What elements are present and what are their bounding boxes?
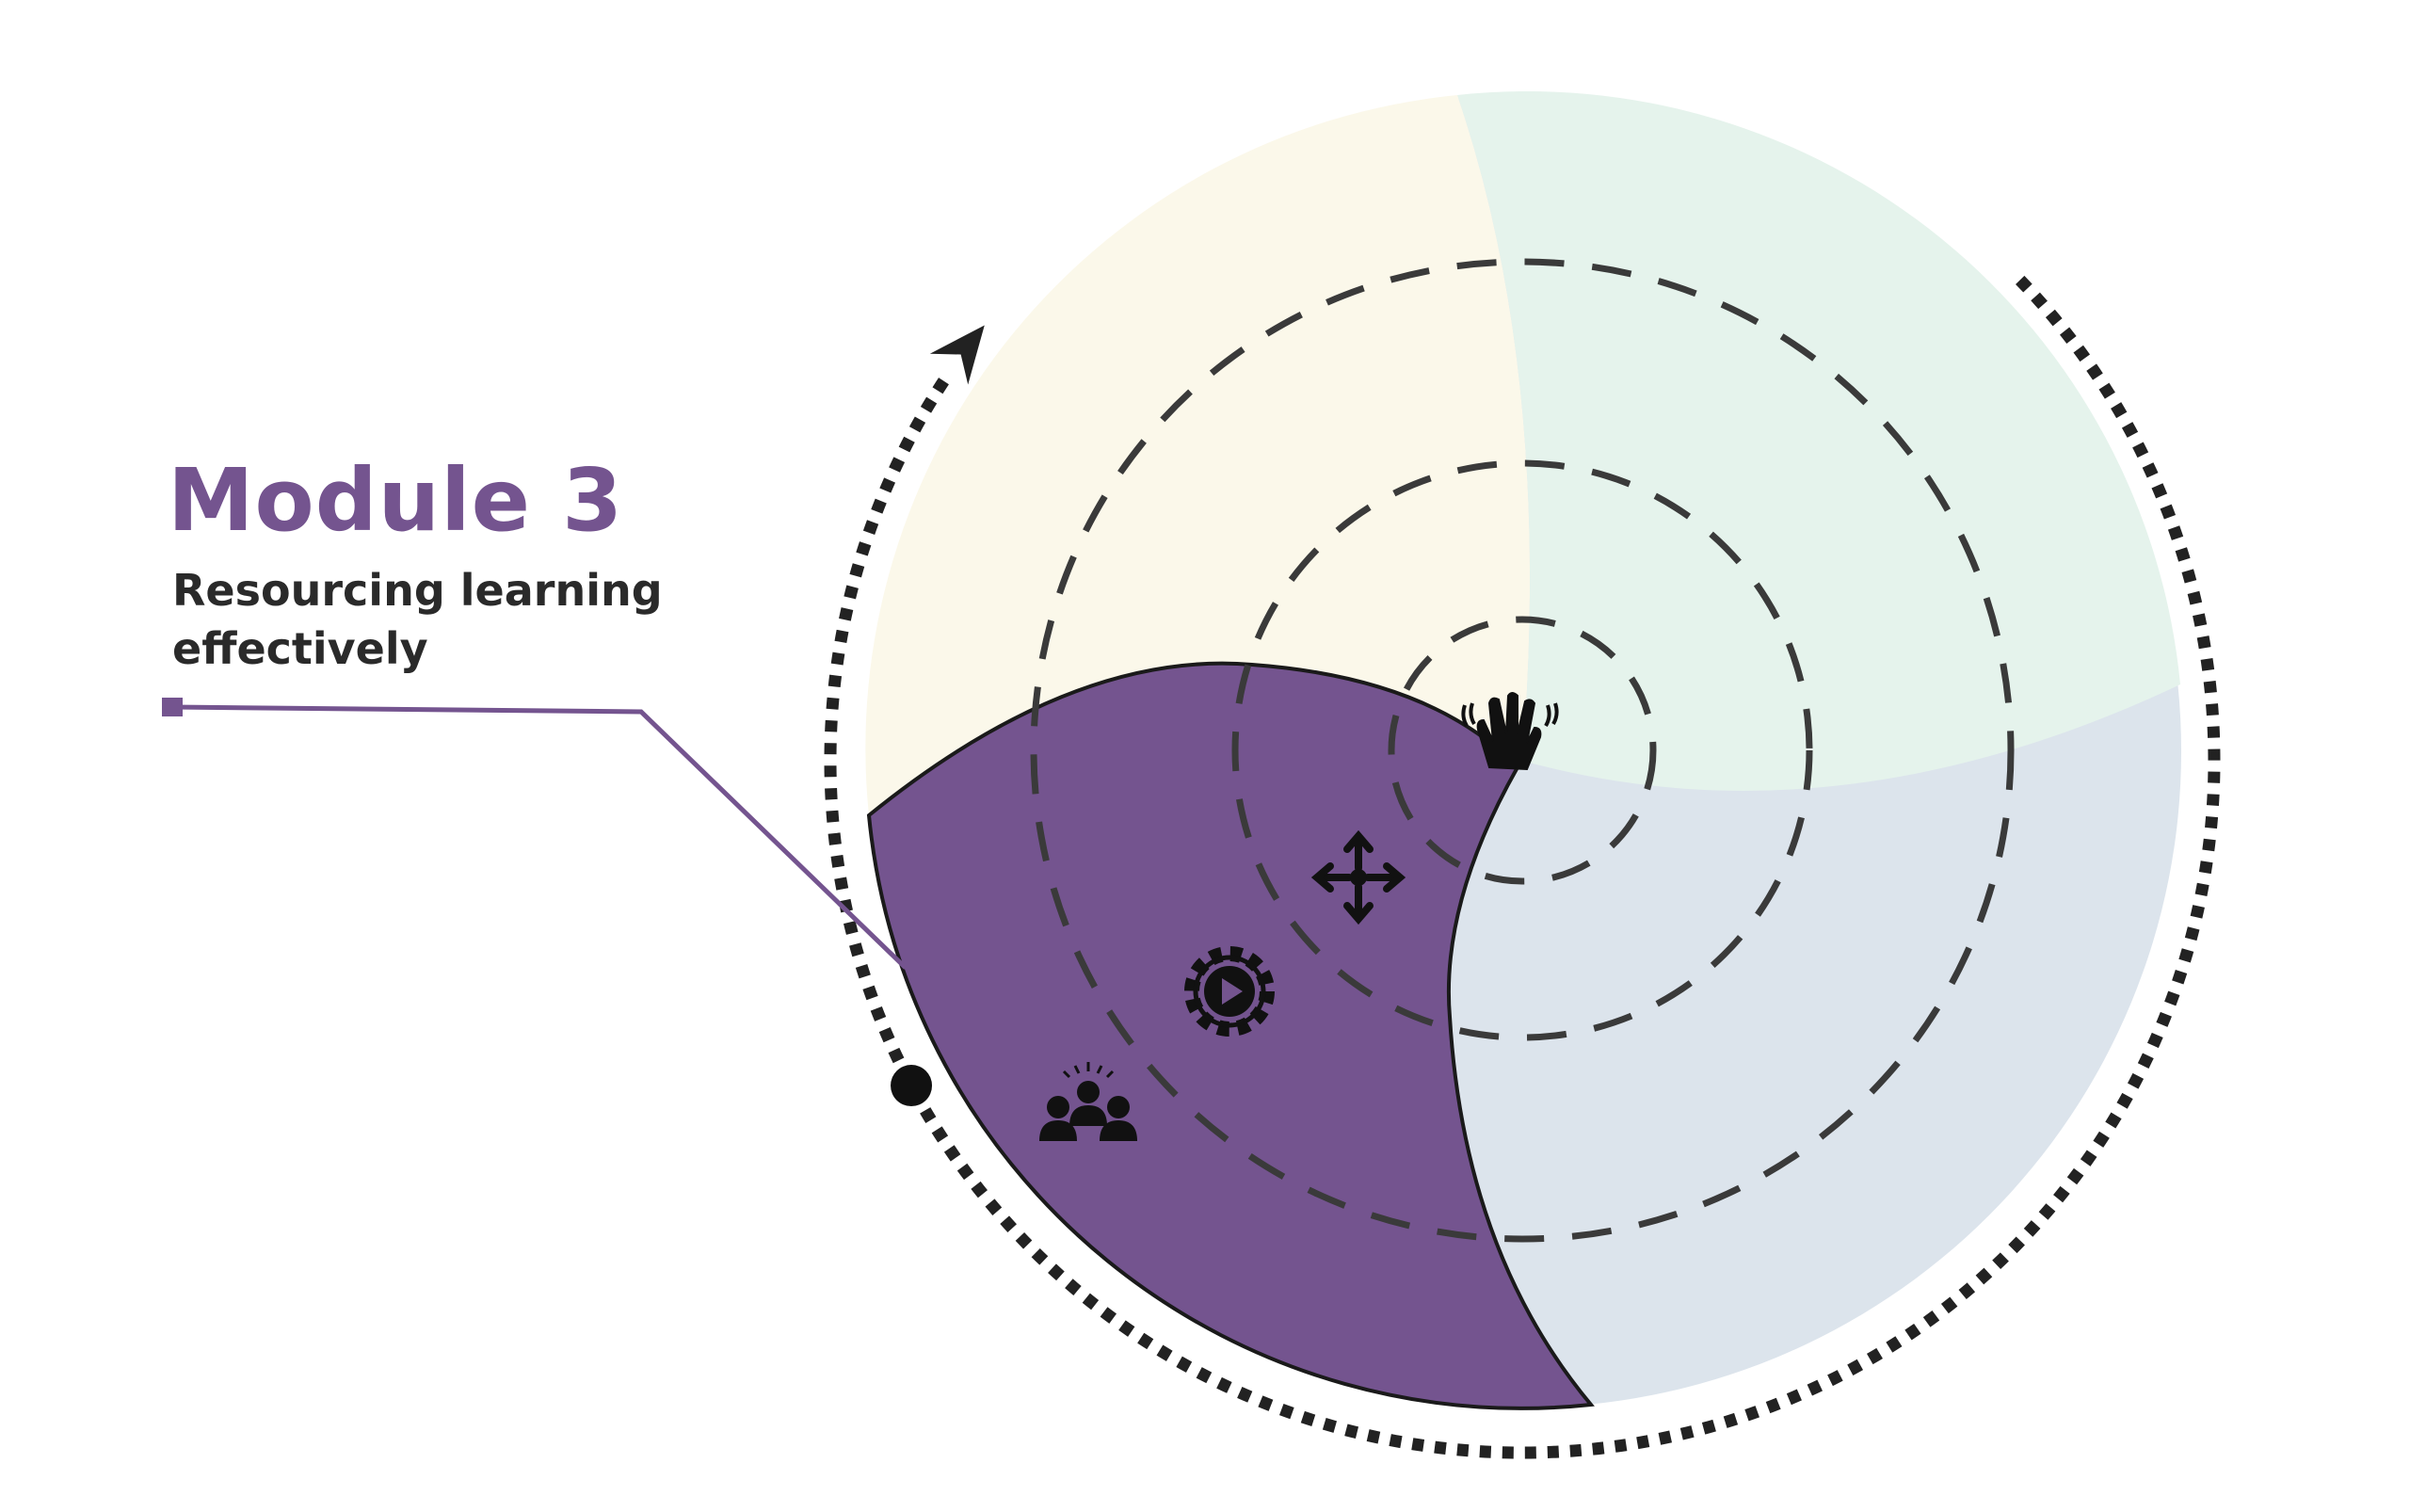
waving-hand-icon — [1461, 692, 1559, 771]
module-subtitle-line-1: Resourcing learning — [172, 565, 663, 616]
dashed-rings — [1030, 258, 2015, 1243]
group-people-icon — [1039, 1062, 1137, 1141]
cycle-start-dot — [891, 1065, 933, 1107]
module-title: Module 3 — [168, 450, 624, 551]
module-subtitle: Resourcing learning effectively — [172, 561, 663, 678]
segment-green — [1457, 91, 2180, 791]
callout-connector — [162, 698, 908, 970]
dashed-ring-outer — [1030, 258, 2015, 1243]
dashed-ring-middle — [1231, 459, 1813, 1041]
segment-yellow — [865, 95, 1531, 815]
segment-module-3[interactable] — [866, 661, 1595, 1410]
gear-play-icon — [1184, 946, 1275, 1037]
module-subtitle-line-2: effectively — [172, 623, 428, 674]
cycle-arrowhead-icon — [929, 325, 985, 385]
move-arrows-icon — [1310, 829, 1406, 925]
dashed-ring-inner — [1388, 616, 1657, 885]
dotted-cycle-ring — [824, 275, 2221, 1459]
